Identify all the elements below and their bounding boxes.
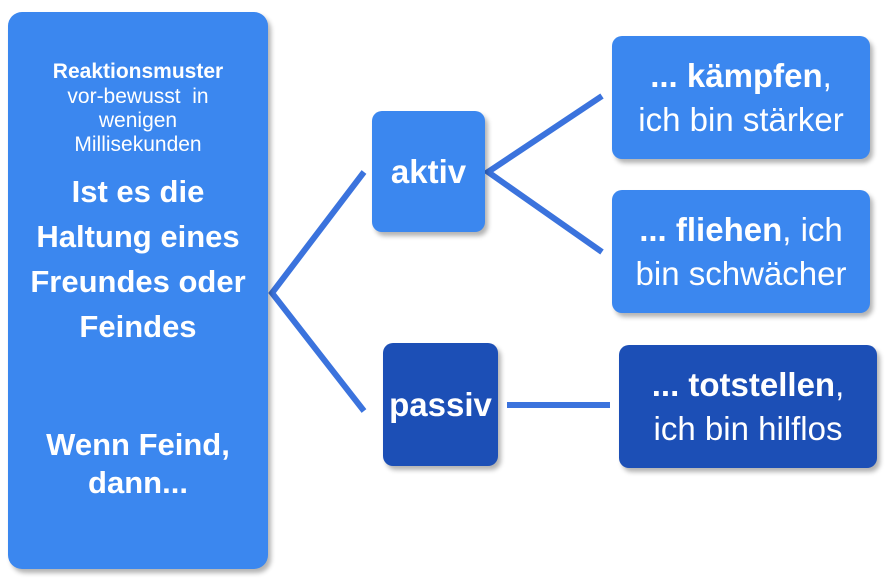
question-text: Ist es die Haltung eines Freundes oder F… — [30, 169, 245, 349]
freeze-line-1: ... totstellen, — [652, 363, 845, 407]
fight-suffix: , — [822, 56, 832, 94]
flee-suffix: , ich — [782, 210, 843, 248]
intro-line-1: vor-bewusst in — [67, 85, 209, 108]
connector-active-branch — [482, 93, 604, 255]
conclusion-line-1: Wenn Feind, — [46, 427, 230, 462]
context-box: Reaktionsmuster vor-bewusst in wenigen M… — [8, 12, 268, 569]
fight-line-2: ich bin stärker — [638, 100, 844, 138]
conclusion-text: Wenn Feind, dann... — [46, 426, 230, 502]
freeze-keyword: ... totstellen — [651, 365, 836, 403]
freeze-suffix: , — [835, 365, 845, 403]
fight-keyword: ... kämpfen — [650, 56, 823, 94]
question-line-4: Feindes — [79, 309, 197, 344]
flee-line-1: ... fliehen, ich — [639, 208, 843, 252]
intro-line-3: Millisekunden — [74, 133, 202, 156]
conclusion-line-2: dann... — [88, 465, 188, 500]
fight-line-1: ... kämpfen, — [650, 54, 832, 98]
freeze-line-2: ich bin hilflos — [653, 409, 843, 447]
freeze-outcome-box: ... totstellen, ich bin hilflos — [619, 345, 877, 468]
passive-branch-box: passiv — [383, 343, 498, 466]
flee-line-2: bin schwächer — [635, 254, 847, 292]
intro-line-2: wenigen — [98, 109, 178, 132]
fight-outcome-box: ... kämpfen, ich bin stärker — [612, 36, 870, 159]
flee-keyword: ... fliehen — [639, 210, 783, 248]
intro-title: Reaktionsmuster — [52, 60, 224, 83]
active-branch-label: aktiv — [390, 152, 467, 190]
question-line-3: Freundes oder — [30, 264, 246, 299]
connector-left-branch — [268, 170, 367, 413]
question-line-1: Ist es die — [71, 174, 205, 209]
question-line-2: Haltung eines — [36, 219, 240, 254]
active-branch-box: aktiv — [372, 111, 485, 232]
passive-branch-label: passiv — [389, 385, 492, 423]
flee-outcome-box: ... fliehen, ich bin schwächer — [612, 190, 870, 313]
